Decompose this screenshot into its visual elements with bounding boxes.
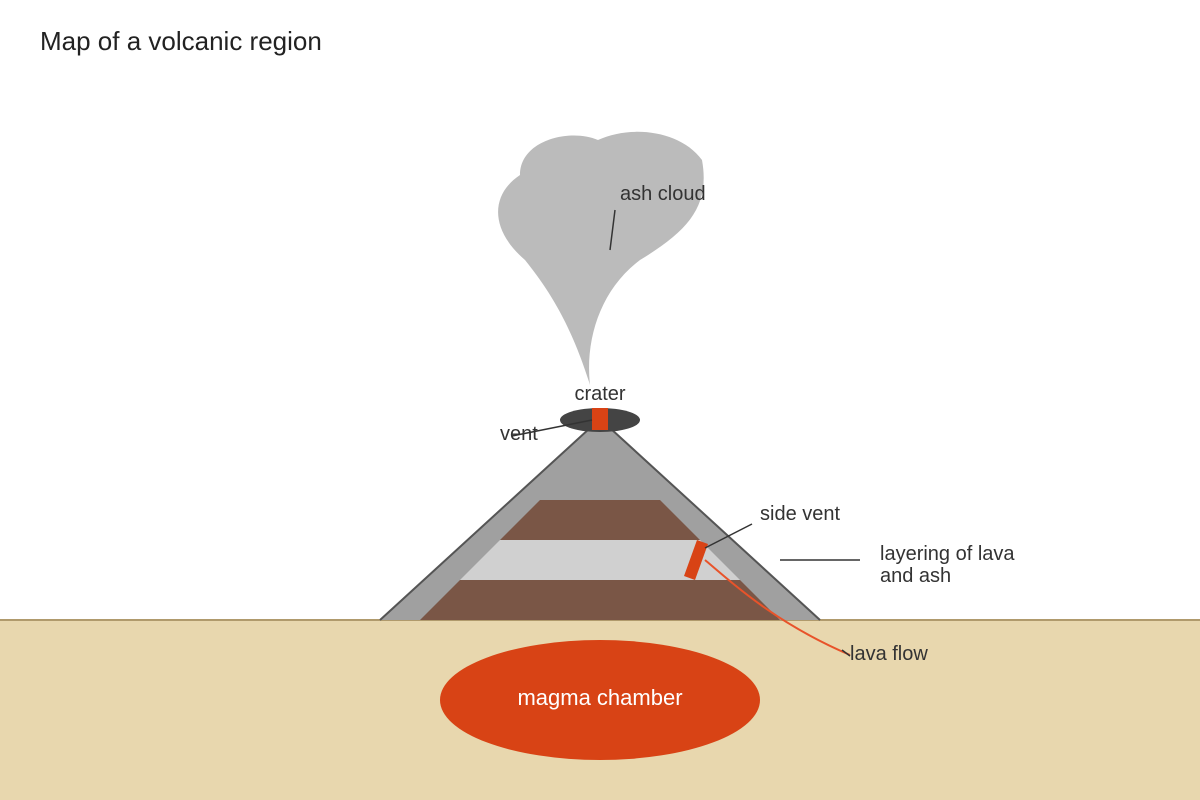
side-vent (684, 540, 708, 580)
lava-flow (704, 559, 851, 656)
magma-chamber-label: magma chamber (517, 685, 682, 710)
layering-label-line-1: layering of lava (880, 543, 1015, 565)
magma-chamber (440, 640, 760, 760)
ash-cloud (498, 131, 704, 385)
side-vent-leader-line (704, 523, 753, 549)
ash-cloud-leader-line (609, 209, 616, 251)
crater-label: crater (574, 383, 625, 405)
vent-label: vent (500, 423, 538, 445)
ash-layer (460, 540, 740, 580)
vent-leader-line (511, 419, 593, 437)
lava-layer-lower (420, 580, 780, 620)
layering-label-line-2: and ash (880, 565, 951, 587)
main-vent (592, 408, 608, 430)
layering-label: layering of lava and ash (880, 543, 1020, 587)
ash-cloud-label: ash cloud (620, 183, 706, 205)
lava-layer-upper (500, 500, 700, 540)
lava-flow-label: lava flow (850, 643, 928, 665)
page-title: Map of a volcanic region (40, 26, 322, 56)
side-vent-label: side vent (760, 503, 840, 525)
lava-flow-leader-line (841, 649, 851, 657)
